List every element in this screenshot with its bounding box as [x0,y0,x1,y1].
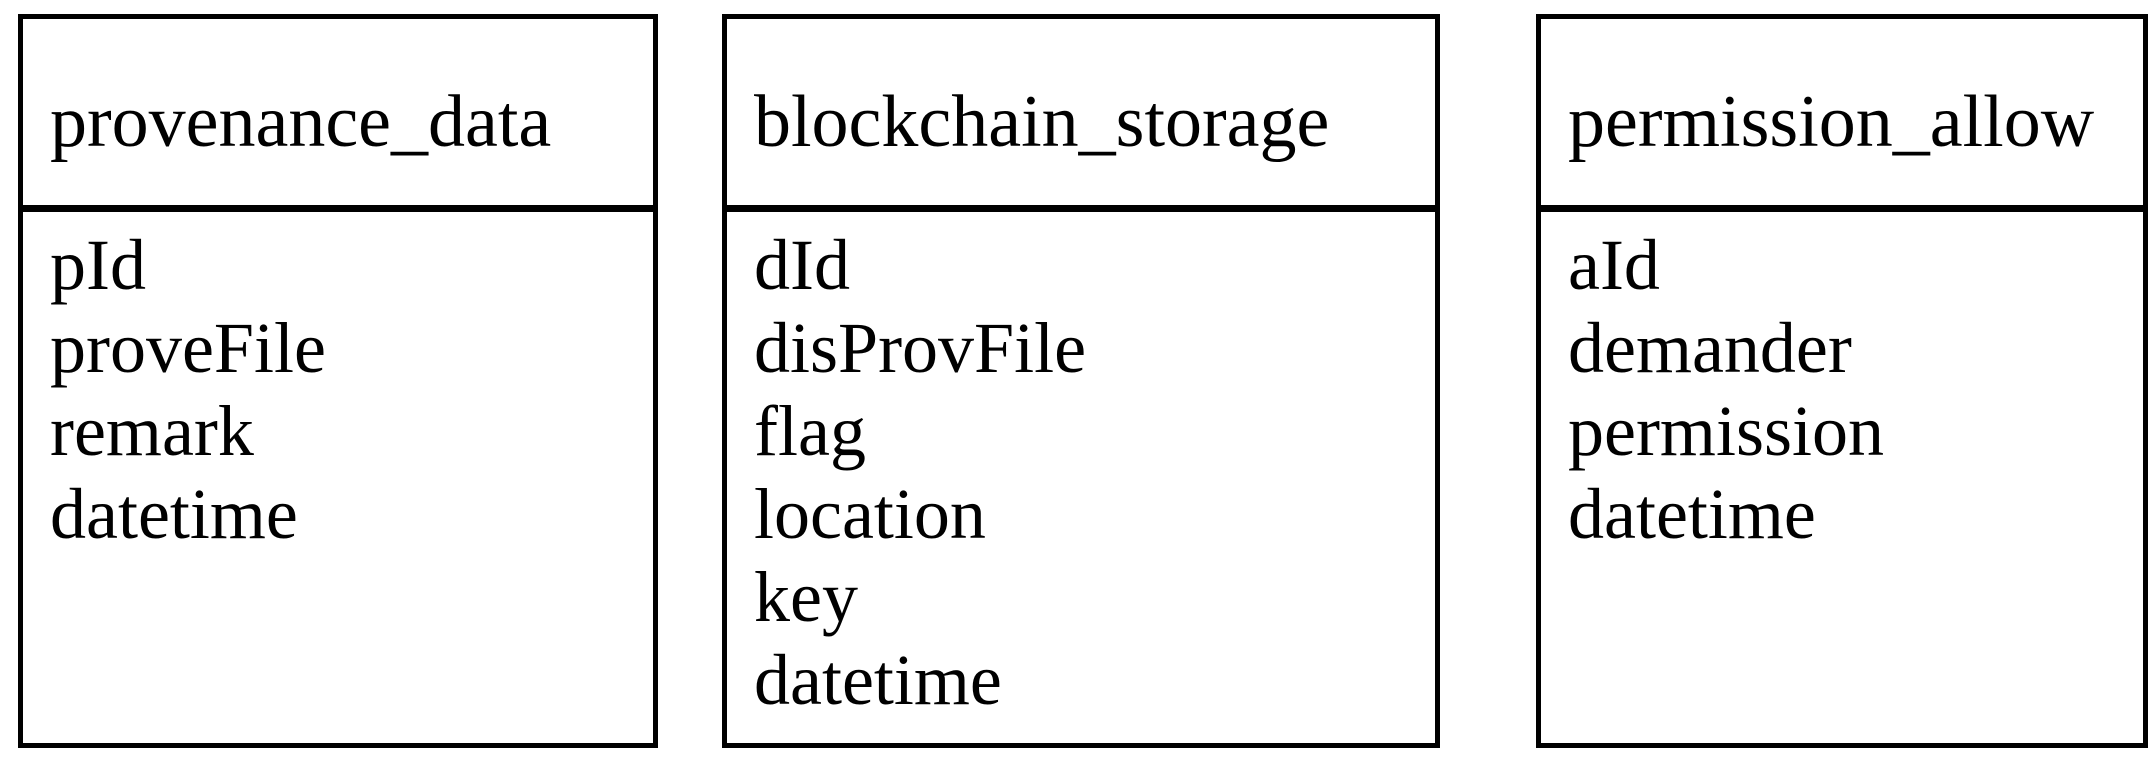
entity-fields: aId demander permission datetime [1541,212,2143,743]
field-row: location [754,474,986,554]
field-row: disProvFile [754,308,1087,388]
entity-provenance-data: provenance_data pId proveFile remark dat… [18,14,658,748]
field-row: datetime [1568,474,1816,554]
field-row: dId [754,225,850,305]
entity-fields: dId disProvFile flag location key dateti… [727,212,1435,743]
field-row: datetime [754,640,1002,720]
field-row: proveFile [50,308,326,388]
entity-blockchain-storage: blockchain_storage dId disProvFile flag … [722,14,1440,748]
entity-title: provenance_data [23,19,653,212]
entity-title: blockchain_storage [727,19,1435,212]
entity-title: permission_allow [1541,19,2143,212]
field-row: aId [1568,225,1660,305]
field-row: demander [1568,308,1852,388]
field-row: permission [1568,391,1884,471]
field-row: flag [754,391,866,471]
field-row: key [754,557,858,637]
entity-permission-allow: permission_allow aId demander permission… [1536,14,2148,748]
field-row: pId [50,225,146,305]
field-row: datetime [50,474,298,554]
entity-fields: pId proveFile remark datetime [23,212,653,743]
field-row: remark [50,391,254,471]
